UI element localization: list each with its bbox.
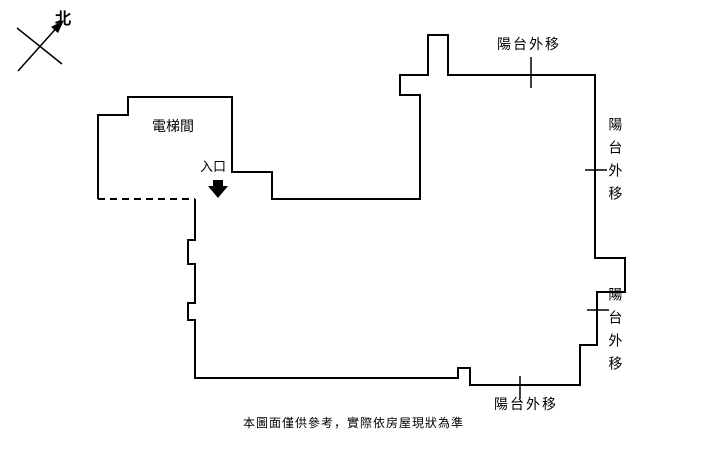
balcony-label-right-lower: 陽台外移 [606, 287, 623, 379]
balcony-label-right-upper: 陽台外移 [606, 117, 623, 209]
entrance-arrow-icon [208, 180, 228, 198]
entrance-label: 入口 [200, 160, 227, 175]
compass-icon [16, 20, 64, 72]
floorplan-outline [97, 34, 626, 386]
balcony-label-top: 陽台外移 [497, 37, 561, 53]
balcony-label-bottom: 陽台外移 [494, 397, 558, 413]
disclaimer-text: 本圖面僅供參考，實際依房屋現狀為準 [243, 416, 465, 430]
elevator-room-label: 電梯間 [152, 119, 194, 135]
north-label: 北 [55, 9, 72, 28]
